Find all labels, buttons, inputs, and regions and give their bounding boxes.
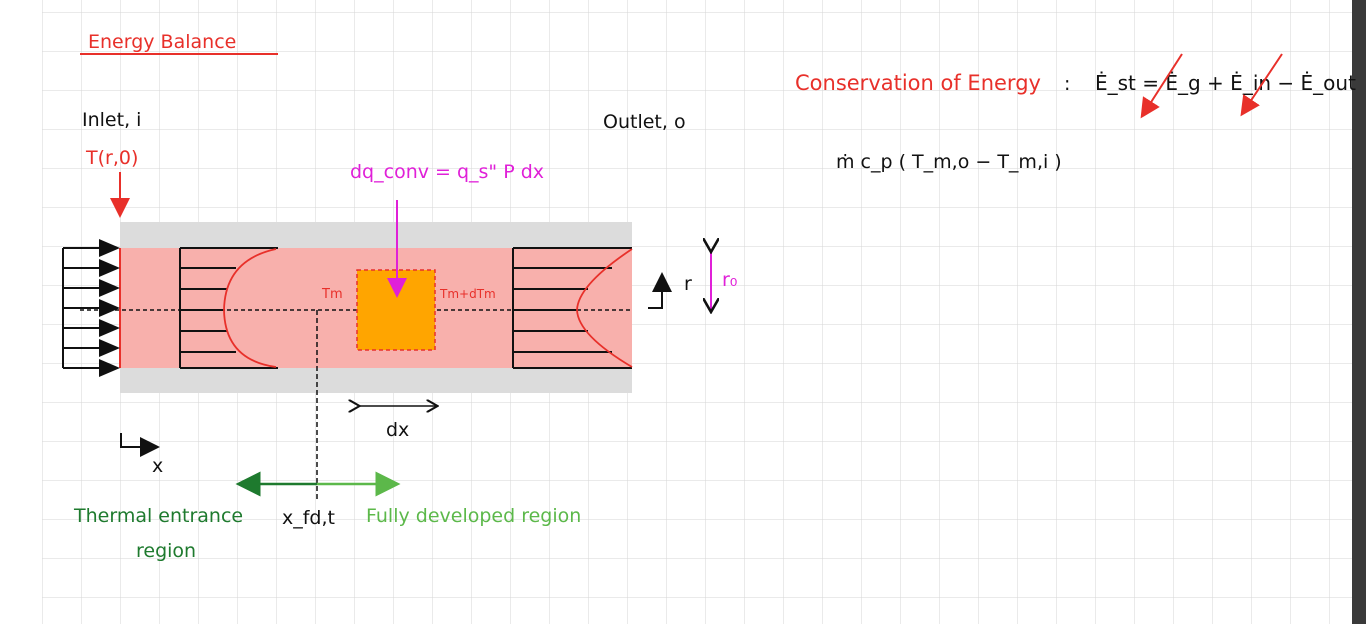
- window-edge: [1352, 0, 1366, 624]
- cross-out-eg-arrow: [1140, 53, 1183, 119]
- tm-label: Tm: [321, 287, 343, 302]
- conservation-equation: Ė_st = Ė_g + Ė_in − Ė_out: [1095, 71, 1356, 95]
- inlet-velocity-arrowhead: [99, 319, 120, 337]
- fully-developed-label: Fully developed region: [366, 505, 581, 527]
- r0-label: r₀: [722, 269, 737, 291]
- inlet-temp-label: T(r,0): [85, 147, 138, 169]
- conservation-colon: :: [1064, 73, 1070, 95]
- inlet-velocity-arrowhead: [99, 259, 120, 277]
- r-label: r: [684, 273, 692, 295]
- inlet-velocity-arrowhead: [99, 239, 120, 257]
- title: Energy Balance: [88, 31, 236, 53]
- conservation-label: Conservation of Energy: [795, 71, 1041, 95]
- thermal-entrance-label: Thermal entrance: [73, 505, 243, 527]
- fully-developed-velocity-profile: [512, 247, 633, 369]
- inlet-velocity-profile: [62, 239, 120, 377]
- xfd-label: x_fd,t: [282, 507, 335, 529]
- inlet-velocity-arrowhead: [99, 299, 120, 317]
- energy-equation: ṁ c_p ( T_m,o − T_m,i ): [836, 151, 1062, 173]
- inlet-label: Inlet, i: [82, 109, 141, 131]
- inlet-velocity-arrowhead: [99, 279, 120, 297]
- inlet-velocity-arrowhead: [99, 339, 120, 357]
- thermal-entrance-label-2: region: [136, 540, 196, 562]
- tm-plus-label: Tm+dTm: [439, 287, 496, 301]
- developing-velocity-profile: [179, 247, 278, 369]
- inlet-velocity-arrowhead: [99, 359, 120, 377]
- x-axis-label: x: [152, 455, 163, 477]
- dx-label: dx: [386, 419, 409, 441]
- x-axis-arrow: [120, 433, 160, 457]
- r-axis-arrow: [648, 272, 672, 309]
- heat-flux-equation: dq_conv = q_s" P dx: [350, 161, 544, 183]
- cross-out-eout-arrow: [1240, 53, 1283, 117]
- outlet-label: Outlet, o: [603, 111, 686, 133]
